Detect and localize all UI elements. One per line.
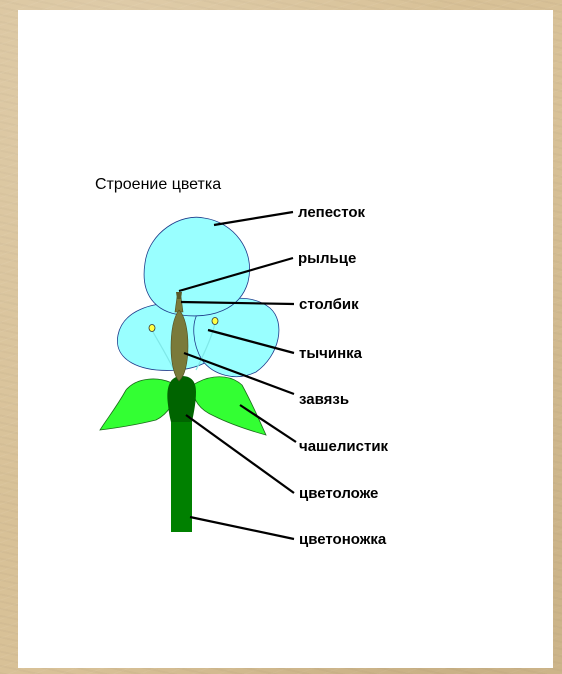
label-sepal: чашелистик [299,438,389,455]
label-stamen: тычинка [299,345,363,362]
label-receptacle: цветоложе [299,485,378,502]
label-ovary: завязь [299,391,349,408]
label-peduncle: цветоножка [299,531,387,548]
anther-left [149,325,155,332]
slide-canvas: Строение цветка лепесток [18,10,553,668]
sepal-left [100,379,176,430]
label-petal: лепесток [298,204,366,221]
stigma [176,292,182,299]
anther-right [212,318,218,325]
flower-diagram: Строение цветка лепесток [18,10,553,668]
leader-petal [214,212,293,225]
peduncle [171,418,192,532]
petal-top [144,217,250,316]
sepal-right [193,377,266,435]
label-style: столбик [299,296,359,313]
leader-peduncle [190,517,294,539]
receptacle [167,376,196,422]
diagram-title: Строение цветка [95,176,221,193]
label-stigma: рыльце [298,250,356,267]
